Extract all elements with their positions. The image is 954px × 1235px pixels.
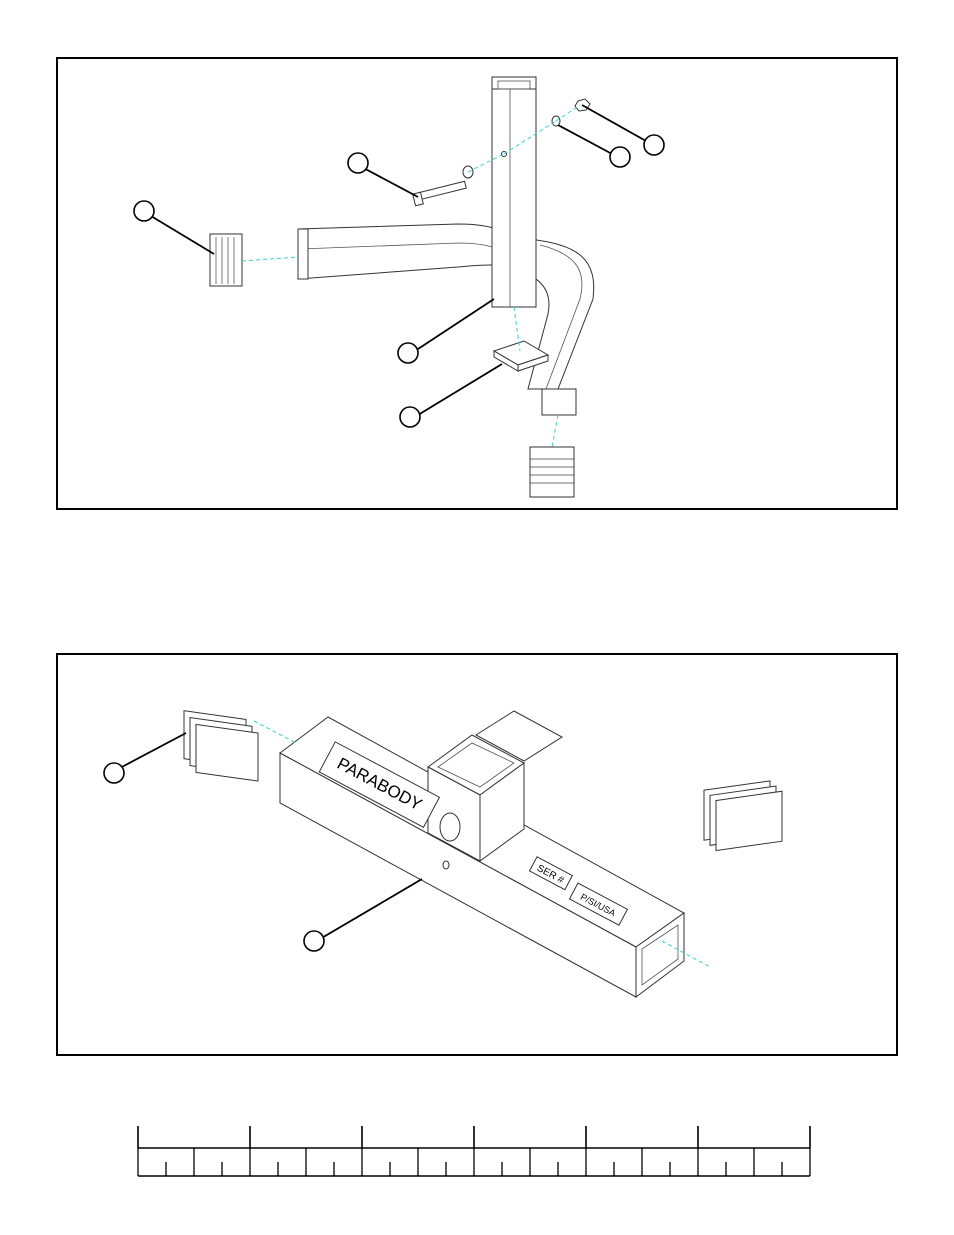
horizontal-tube-opening: [298, 229, 308, 279]
end-cap-bottom: [530, 447, 574, 497]
callout-7: [104, 763, 124, 783]
horizontal-leg-tube: [298, 224, 518, 279]
callout-5: [610, 147, 630, 167]
bolt: [413, 181, 467, 206]
callout-4: [400, 407, 420, 427]
exploded-view-cross-member: PARABODY SER # P/SI/USA: [56, 653, 898, 1056]
curved-tube-opening: [542, 389, 576, 415]
callout-1: [134, 201, 154, 221]
callout-2: [348, 153, 368, 173]
cross-member-drawing: PARABODY SER # P/SI/USA: [58, 655, 900, 1058]
socket-hole: [440, 813, 460, 841]
vertical-upright-tube: [492, 81, 536, 307]
base-frame-drawing: [58, 59, 900, 512]
end-cap-left-rectangular: [184, 711, 258, 781]
callout-6: [644, 135, 664, 155]
beam-hole: [443, 861, 449, 869]
callout-3: [398, 343, 418, 363]
upright-top-opening: [492, 77, 536, 89]
exploded-view-base-frame: [56, 57, 898, 510]
end-cap-left: [210, 234, 242, 286]
end-cap-right-rectangular: [704, 781, 782, 851]
callout-8: [304, 931, 324, 951]
